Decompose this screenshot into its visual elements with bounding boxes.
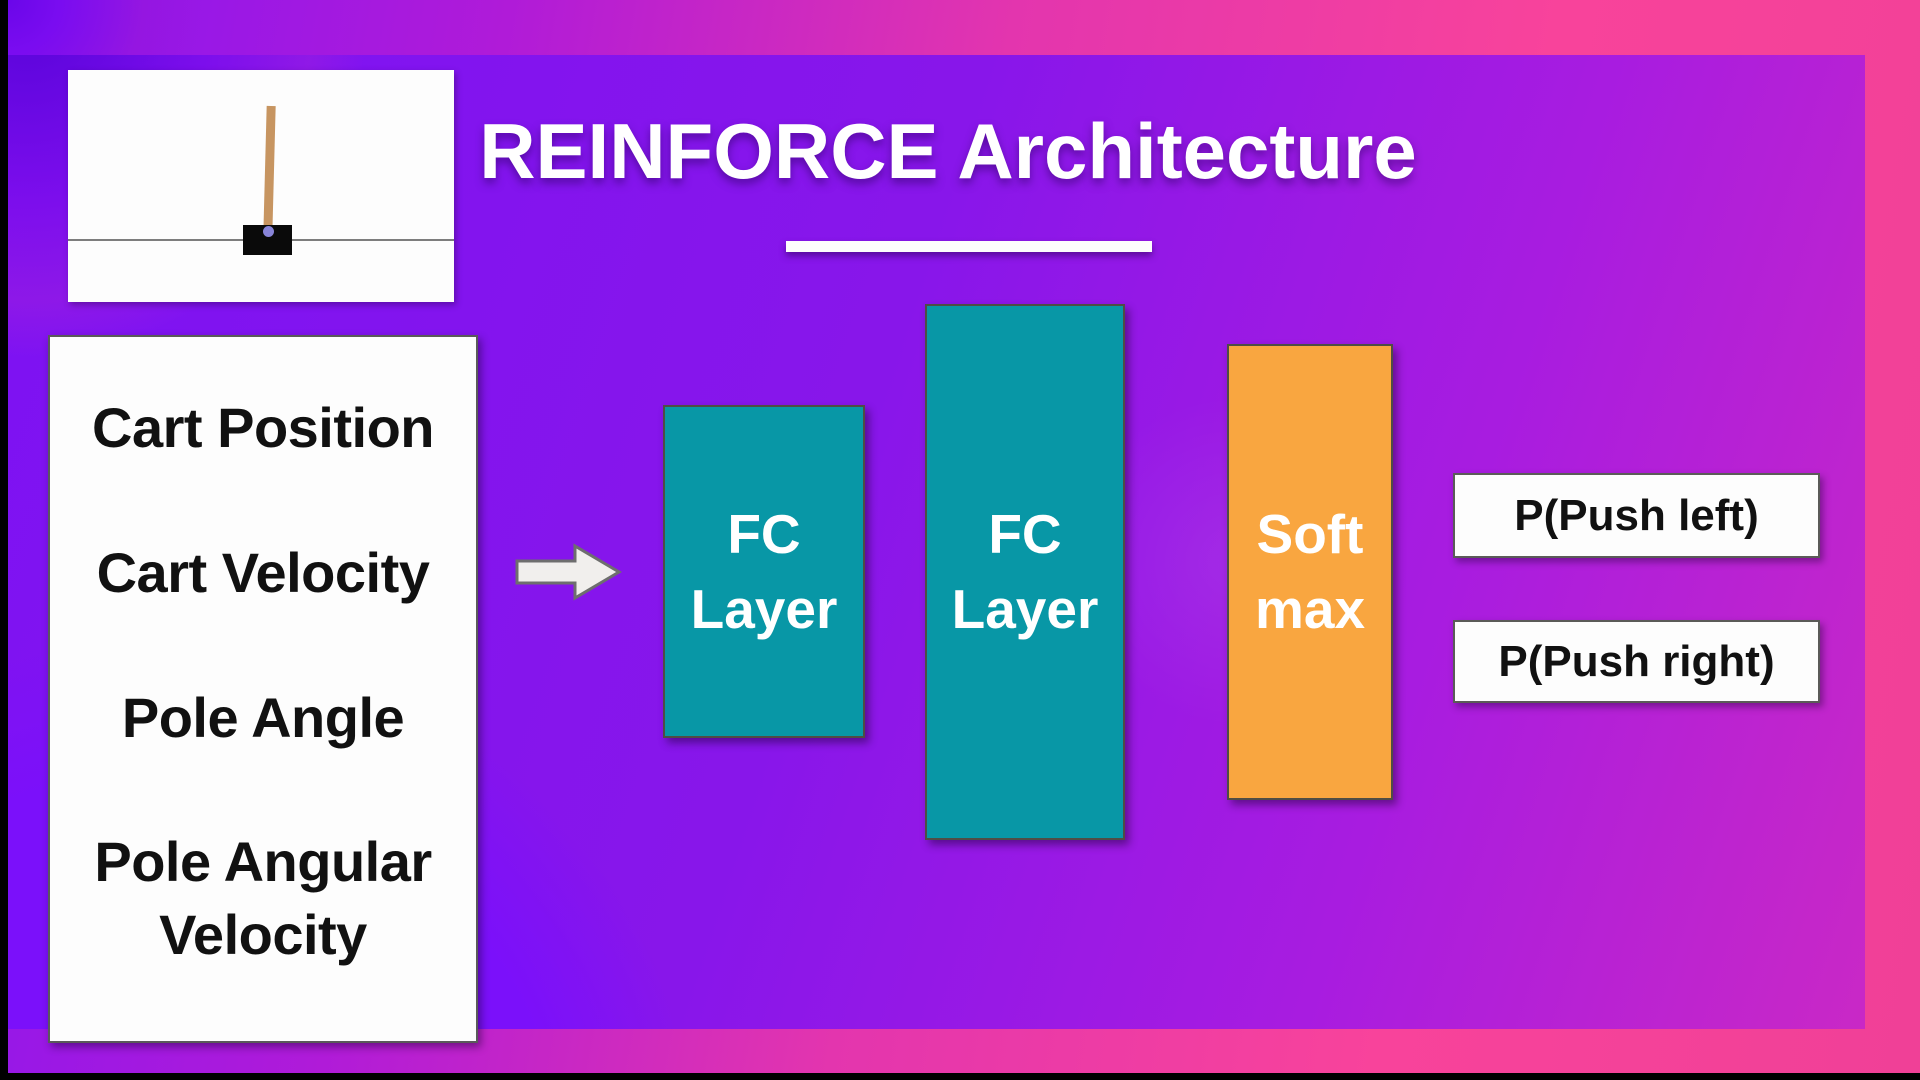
cartpole-image [68, 70, 454, 302]
output-push-right-box: P(Push right) [1453, 620, 1820, 703]
fc-layer-2-label-line1: FC [988, 503, 1062, 566]
fc-layer-1-label-line2: Layer [690, 577, 838, 640]
state-input-label: Pole Angle [121, 685, 405, 749]
softmax-block: Soft max [1227, 344, 1393, 800]
cartpole-axle [263, 226, 274, 237]
output-push-left-label: P(Push left) [1514, 490, 1759, 540]
slide-canvas: REINFORCE Architecture Cart Position Car… [8, 0, 1920, 1073]
cartpole-pole [263, 105, 276, 235]
softmax-label-line1: Soft [1256, 503, 1364, 566]
fc-layer-1-block: FC Layer [663, 405, 865, 738]
state-input-label: Cart Position [92, 396, 434, 459]
state-input-label: Cart Velocity [96, 540, 430, 604]
fc-layer-2-label-line2: Layer [951, 578, 1099, 640]
state-input-label: Pole Angular Velocity [94, 830, 432, 967]
page-title: REINFORCE Architecture [479, 107, 1417, 195]
flow-arrow-icon [515, 543, 622, 601]
output-push-left-box: P(Push left) [1453, 473, 1820, 558]
fc-layer-2-block: FC Layer [925, 304, 1125, 840]
softmax-label-line2: max [1254, 578, 1366, 640]
title-underline [786, 241, 1152, 252]
output-push-right-label: P(Push right) [1498, 636, 1775, 686]
fc-layer-1-label-line1: FC [727, 502, 801, 565]
state-inputs-box: Cart Position Cart Velocity Pole Angle P… [48, 335, 478, 1043]
